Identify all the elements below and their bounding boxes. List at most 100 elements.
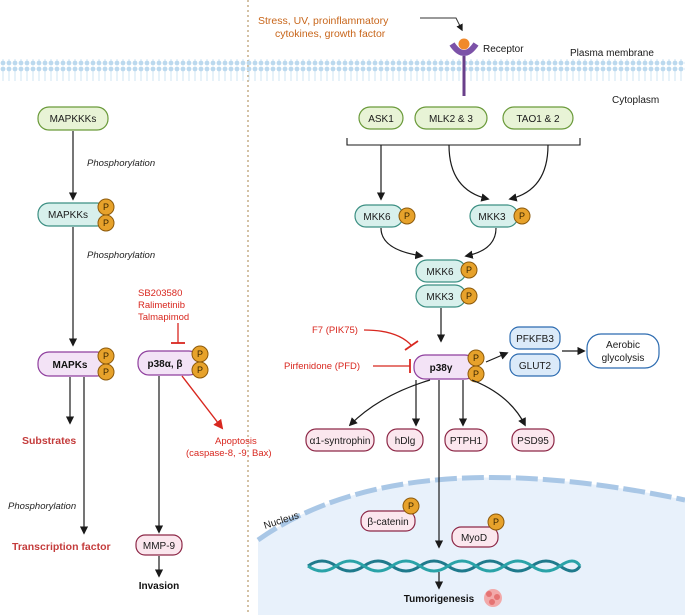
phosphorylation-label-2: Phosphorylation bbox=[87, 250, 155, 261]
f7-label: F7 (PIK75) bbox=[312, 325, 358, 336]
apoptosis-detail: (caspase-8, -9, Bax) bbox=[186, 448, 272, 459]
invasion-label: Invasion bbox=[139, 581, 180, 592]
p38ab-label: p38α, β bbox=[147, 359, 182, 370]
target-node-syntrophin: α1-syntrophin bbox=[305, 428, 375, 452]
plasma-membrane-label: Plasma membrane bbox=[570, 48, 654, 59]
cytoplasm-label: Cytoplasm bbox=[612, 95, 659, 106]
aerobic-glycolysis-node: Aerobic glycolysis bbox=[586, 333, 660, 369]
glut2-node: GLUT2 bbox=[509, 353, 561, 377]
mapks-label: MAPKs bbox=[52, 360, 87, 371]
phospho-icon: P bbox=[487, 513, 505, 531]
phospho-icon: P bbox=[97, 347, 115, 365]
target-label-1: α1-syntrophin bbox=[310, 436, 371, 447]
svg-text:P: P bbox=[103, 218, 109, 228]
ask1-node: ASK1 bbox=[358, 106, 404, 130]
svg-text:P: P bbox=[473, 369, 479, 379]
target-label-2: hDlg bbox=[395, 436, 416, 447]
glut2-label: GLUT2 bbox=[519, 361, 552, 372]
phospho-icon: P bbox=[97, 214, 115, 232]
target-label-3: PTPH1 bbox=[450, 436, 483, 447]
phospho-icon: P bbox=[467, 365, 485, 383]
svg-text:P: P bbox=[404, 211, 410, 221]
myod-label: MyoD bbox=[461, 533, 487, 544]
mapks-node: MAPKs bbox=[37, 351, 109, 377]
mlk-node: MLK2 & 3 bbox=[414, 106, 488, 130]
phospho-icon: P bbox=[467, 349, 485, 367]
transcription-factor-label: Transcription factor bbox=[12, 541, 111, 553]
aerobic-label-1: Aerobic bbox=[606, 340, 640, 351]
plasma-membrane-band bbox=[0, 59, 685, 81]
pfkfb3-label: PFKFB3 bbox=[516, 334, 554, 345]
svg-text:P: P bbox=[103, 351, 109, 361]
inhibitor-2: Ralimetinib bbox=[138, 300, 185, 311]
mapkks-node: MAPKKs bbox=[37, 202, 109, 227]
mkk3-node-complex: MKK3 bbox=[415, 284, 467, 308]
pfd-label: Pirfenidone (PFD) bbox=[284, 361, 360, 372]
mkk6-label: MKK6 bbox=[363, 212, 391, 223]
phospho-icon: P bbox=[97, 363, 115, 381]
phospho-icon: P bbox=[402, 497, 420, 515]
svg-text:P: P bbox=[197, 349, 203, 359]
svg-text:P: P bbox=[103, 367, 109, 377]
stimulus-text: Stress, UV, proinflammatory bbox=[258, 15, 389, 27]
tumor-icon bbox=[484, 589, 502, 607]
mlk-label: MLK2 & 3 bbox=[429, 114, 473, 125]
bracket bbox=[346, 138, 581, 146]
aerobic-label-2: glycolysis bbox=[602, 353, 645, 364]
myod-node: MyoD bbox=[451, 526, 499, 548]
phospho-icon: P bbox=[191, 361, 209, 379]
svg-text:P: P bbox=[408, 501, 414, 511]
mkk6-complex-label: MKK6 bbox=[426, 267, 454, 278]
receptor-label: Receptor bbox=[483, 44, 524, 55]
target-node-psd95: PSD95 bbox=[511, 428, 555, 452]
inhibitor-3: Talmapimod bbox=[138, 312, 189, 323]
stimulus-arrow bbox=[420, 17, 463, 32]
svg-text:P: P bbox=[466, 265, 472, 275]
pfkfb3-node: PFKFB3 bbox=[509, 326, 561, 350]
stimulus-text-2: cytokines, growth factor bbox=[275, 28, 386, 40]
mkk3-complex-label: MKK3 bbox=[426, 292, 454, 303]
phospho-icon: P bbox=[97, 198, 115, 216]
phospho-icon: P bbox=[398, 207, 416, 225]
mapkkks-node: MAPKKKs bbox=[37, 106, 109, 131]
target-label-4: PSD95 bbox=[517, 436, 549, 447]
mkk3-node-upper: MKK3 bbox=[469, 204, 519, 228]
target-node-hdlg: hDlg bbox=[386, 428, 424, 452]
p38ab-node: p38α, β bbox=[137, 350, 201, 376]
phospho-icon: P bbox=[460, 287, 478, 305]
svg-text:P: P bbox=[493, 517, 499, 527]
mmp9-node: MMP-9 bbox=[135, 534, 183, 556]
phospho-icon: P bbox=[191, 345, 209, 363]
p38g-label: p38γ bbox=[430, 363, 453, 374]
substrates-label: Substrates bbox=[22, 435, 76, 447]
svg-text:P: P bbox=[103, 202, 109, 212]
svg-text:P: P bbox=[197, 365, 203, 375]
mapkks-label: MAPKKs bbox=[48, 210, 88, 221]
mkk3-label: MKK3 bbox=[478, 212, 506, 223]
mkk6-node-complex: MKK6 bbox=[415, 259, 467, 283]
p38g-node: p38γ bbox=[413, 354, 477, 380]
beta-catenin-node: β-catenin bbox=[360, 510, 416, 532]
tao-node: TAO1 & 2 bbox=[502, 106, 574, 130]
tumorigenesis-label: Tumorigenesis bbox=[404, 594, 475, 605]
svg-text:P: P bbox=[466, 291, 472, 301]
apoptosis-label: Apoptosis bbox=[215, 436, 257, 447]
mkk6-node-upper: MKK6 bbox=[354, 204, 404, 228]
inhibitor-1: SB203580 bbox=[138, 288, 182, 299]
phospho-icon: P bbox=[460, 261, 478, 279]
svg-text:P: P bbox=[473, 353, 479, 363]
receptor-icon bbox=[449, 38, 479, 96]
target-node-ptph1: PTPH1 bbox=[444, 428, 488, 452]
phosphorylation-label-3: Phosphorylation bbox=[8, 501, 76, 512]
svg-text:P: P bbox=[519, 211, 525, 221]
dna-icon bbox=[307, 559, 582, 573]
tao-label: TAO1 & 2 bbox=[516, 114, 560, 125]
phospho-icon: P bbox=[513, 207, 531, 225]
nuclear-envelope bbox=[256, 475, 685, 543]
beta-catenin-label: β-catenin bbox=[367, 517, 408, 528]
ask1-label: ASK1 bbox=[368, 114, 394, 125]
phosphorylation-label-1: Phosphorylation bbox=[87, 158, 155, 169]
mapkkks-label: MAPKKKs bbox=[50, 114, 97, 125]
mmp9-label: MMP-9 bbox=[143, 541, 176, 552]
